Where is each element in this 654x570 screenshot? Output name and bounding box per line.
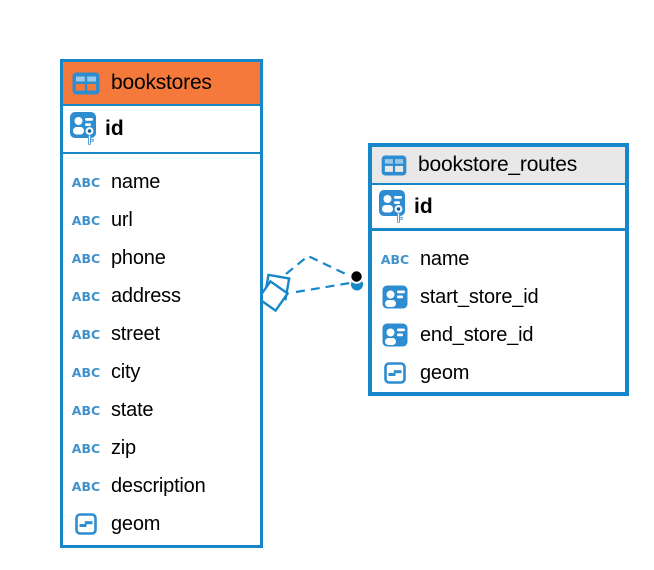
relationship-line-upper[interactable] xyxy=(285,254,353,278)
column-label: geom xyxy=(111,512,161,535)
column-label: address xyxy=(111,284,181,307)
text-type-icon: ABC xyxy=(71,212,101,228)
text-type-icon: ABC xyxy=(71,174,101,190)
primary-key-icon xyxy=(378,189,406,225)
column-row-geom[interactable]: geom xyxy=(63,505,260,543)
column-label: zip xyxy=(111,436,136,459)
column-row-url[interactable]: ABC url xyxy=(63,201,260,239)
column-label: url xyxy=(111,208,133,231)
column-label: id xyxy=(414,194,433,218)
column-label: geom xyxy=(420,361,470,384)
text-type-icon: ABC xyxy=(380,251,410,267)
geometry-type-icon xyxy=(70,513,102,535)
column-row-id[interactable]: id xyxy=(372,185,625,231)
column-label: id xyxy=(105,117,124,140)
table-title: bookstore_routes xyxy=(418,153,578,176)
column-row-description[interactable]: ABC description xyxy=(63,467,260,505)
table-header[interactable]: bookstores xyxy=(63,62,260,106)
text-type-icon: ABC xyxy=(71,288,101,304)
column-row-end_store_id[interactable]: end_store_id xyxy=(372,316,625,354)
table-bookstore-routes[interactable]: bookstore_routes id ABC name start_store_i… xyxy=(368,143,629,396)
column-label: state xyxy=(111,398,154,421)
column-row-geom[interactable]: geom xyxy=(372,354,625,392)
column-label: street xyxy=(111,322,160,345)
column-label: name xyxy=(111,170,161,193)
text-type-icon: ABC xyxy=(71,364,101,380)
column-row-street[interactable]: ABC street xyxy=(63,315,260,353)
column-label: start_store_id xyxy=(420,285,539,308)
column-row-name[interactable]: ABC name xyxy=(372,240,625,278)
foreign-key-icon xyxy=(379,285,411,309)
text-type-icon: ABC xyxy=(71,250,101,266)
table-icon xyxy=(381,154,407,176)
column-label: city xyxy=(111,360,141,383)
foreign-key-icon xyxy=(379,323,411,347)
column-row-name[interactable]: ABC name xyxy=(63,163,260,201)
column-row-start_store_id[interactable]: start_store_id xyxy=(372,278,625,316)
column-row-phone[interactable]: ABC phone xyxy=(63,239,260,277)
column-row-city[interactable]: ABC city xyxy=(63,353,260,391)
table-title: bookstores xyxy=(111,71,212,94)
column-label: description xyxy=(111,474,206,497)
table-icon xyxy=(72,72,100,95)
text-type-icon: ABC xyxy=(71,478,101,494)
relationship-dot-black[interactable] xyxy=(349,269,364,284)
column-label: name xyxy=(420,247,470,270)
column-row-id[interactable]: id xyxy=(63,106,260,154)
relationship-diamond-endpoint[interactable] xyxy=(263,273,291,301)
column-row-zip[interactable]: ABC zip xyxy=(63,429,260,467)
table-header[interactable]: bookstore_routes xyxy=(372,147,625,185)
text-type-icon: ABC xyxy=(71,326,101,342)
geometry-type-icon xyxy=(379,362,411,384)
relationship-dot-blue[interactable] xyxy=(351,278,363,291)
text-type-icon: ABC xyxy=(71,402,101,418)
column-row-state[interactable]: ABC state xyxy=(63,391,260,429)
text-type-icon: ABC xyxy=(71,440,101,456)
column-label: end_store_id xyxy=(420,323,534,346)
column-row-address[interactable]: ABC address xyxy=(63,277,260,315)
relationship-line-lower[interactable] xyxy=(295,281,351,294)
primary-key-icon xyxy=(69,111,97,147)
column-label: phone xyxy=(111,246,166,269)
